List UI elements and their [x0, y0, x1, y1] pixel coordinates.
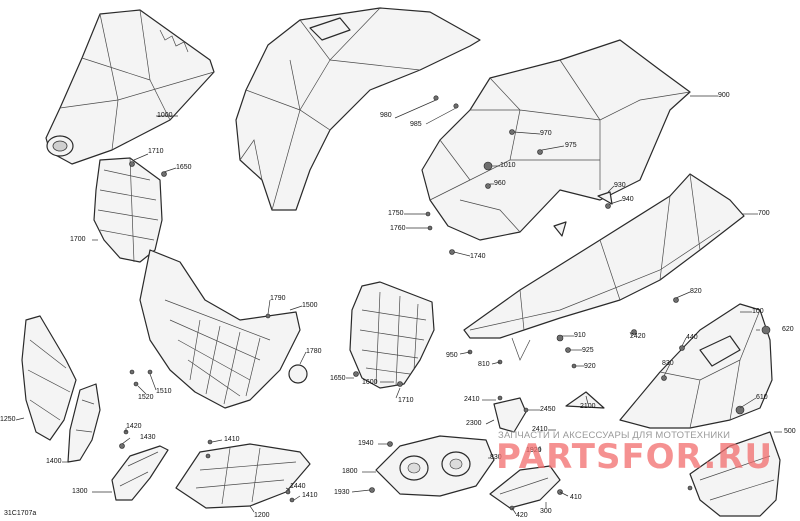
callout-1430: 1430	[140, 434, 156, 441]
part-right-side-panel	[619, 303, 773, 429]
callout-2450: 2450	[540, 406, 556, 413]
callout-1790: 1790	[270, 295, 286, 302]
callout-1710: 1710	[148, 148, 164, 155]
callout-830-lower: 830	[490, 454, 502, 461]
callout-1300: 1300	[72, 488, 88, 495]
part-left-side-strip	[67, 383, 101, 463]
callout-1420: 1420	[126, 423, 142, 430]
callout-1520: 1520	[138, 394, 154, 401]
callout-925: 925	[582, 347, 594, 354]
part-headlight-assembly	[375, 435, 495, 497]
callout-300: 300	[540, 508, 552, 515]
callout-100: 100	[752, 308, 764, 315]
callout-1650-lower: 1650	[330, 375, 346, 382]
callout-920: 920	[584, 363, 596, 370]
watermark-caption: ЗАПЧАСТИ И АКСЕССУАРЫ ДЛЯ МОТОТЕХНИКИ	[498, 430, 731, 441]
callout-1250: 1250	[0, 416, 16, 423]
fasteners	[119, 95, 771, 511]
callout-1410-lower: 1410	[302, 492, 318, 499]
callout-940: 940	[622, 196, 634, 203]
part-front-grille	[139, 249, 308, 409]
callout-900: 900	[718, 92, 730, 99]
callout-820: 820	[690, 288, 702, 295]
leader-lines	[15, 95, 782, 515]
part-lower-grille	[175, 443, 311, 509]
callout-1600: 1600	[362, 379, 378, 386]
callout-980: 980	[380, 112, 392, 119]
callout-1750: 1750	[388, 210, 404, 217]
callout-985: 985	[410, 121, 422, 128]
callout-2410-lower: 2410	[532, 426, 548, 433]
callout-1740: 1740	[470, 253, 486, 260]
part-left-front-flap	[111, 445, 169, 501]
callout-420: 420	[516, 512, 528, 519]
callout-1400: 1400	[46, 458, 62, 465]
callout-620: 620	[782, 326, 794, 333]
part-front-nose-panel	[45, 9, 215, 165]
callout-970: 970	[540, 130, 552, 137]
callout-1650: 1650	[176, 164, 192, 171]
callout-2420: 2420	[630, 333, 646, 340]
callout-910: 910	[574, 332, 586, 339]
callout-1760: 1760	[390, 225, 406, 232]
callout-1500: 1500	[302, 302, 318, 309]
part-rear-body-tub	[421, 39, 691, 241]
part-grille-insert	[349, 281, 435, 389]
callout-2410: 2410	[464, 396, 480, 403]
callout-2300: 2300	[466, 420, 482, 427]
callout-1510: 1510	[156, 388, 172, 395]
callout-1000: 1000	[157, 112, 173, 119]
part-left-lower-panel	[21, 315, 77, 441]
callout-2100: 2100	[580, 403, 596, 410]
callout-1930: 1930	[334, 489, 350, 496]
part-lower-right-panel	[689, 431, 781, 517]
callout-830: 830	[662, 360, 674, 367]
figure-code: 31C1707a	[4, 510, 37, 517]
part-mount-bracket	[493, 397, 527, 433]
callout-960: 960	[494, 180, 506, 187]
callout-410: 410	[570, 494, 582, 501]
callout-440: 440	[686, 334, 698, 341]
callout-500: 500	[784, 428, 796, 435]
part-upper-hood	[235, 7, 481, 211]
watermark-logo: PARTSFOR.RU	[496, 437, 774, 477]
callout-930: 930	[614, 182, 626, 189]
callout-1410: 1410	[224, 436, 240, 443]
callout-1920: 1920	[526, 447, 542, 454]
callout-700: 700	[758, 210, 770, 217]
callout-1700: 1700	[70, 236, 86, 243]
callout-950: 950	[446, 352, 458, 359]
part-seat	[463, 173, 745, 361]
callout-1780: 1780	[306, 348, 322, 355]
part-small-wedge	[565, 391, 605, 409]
callout-610: 610	[756, 394, 768, 401]
callout-1440: 1440	[290, 483, 306, 490]
callout-1710-lower: 1710	[398, 397, 414, 404]
callout-1200: 1200	[254, 512, 270, 519]
callout-810: 810	[478, 361, 490, 368]
callout-1010: 1010	[500, 162, 516, 169]
part-front-bracket	[93, 157, 163, 263]
callout-1800: 1800	[342, 468, 358, 475]
callout-1940: 1940	[358, 440, 374, 447]
callout-975: 975	[565, 142, 577, 149]
